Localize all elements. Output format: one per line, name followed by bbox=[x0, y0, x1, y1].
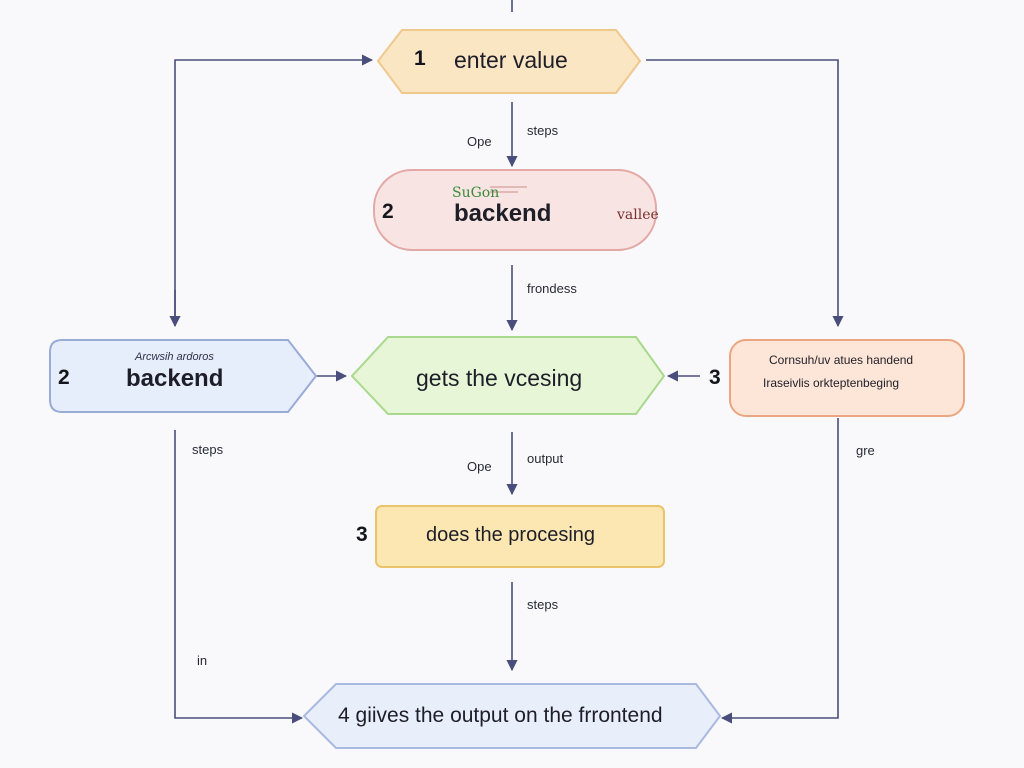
edge-label-gre: gre bbox=[856, 443, 875, 458]
arrow-right-loop-from-enter bbox=[646, 59, 844, 328]
gives-output-node[interactable] bbox=[302, 683, 722, 749]
edge-label-steps-top: steps bbox=[527, 123, 559, 138]
backend-left-node[interactable] bbox=[49, 339, 318, 413]
arrow-right-to-gives bbox=[720, 418, 839, 724]
arrow-left-to-gives bbox=[174, 430, 304, 724]
connectors bbox=[169, 0, 844, 724]
right-box-line2: Iraseivlis orkteptenbeging bbox=[763, 376, 900, 390]
does-processing-number: 3 bbox=[356, 523, 368, 546]
edge-label-steps-bottom: steps bbox=[527, 597, 559, 612]
gets-processing-node[interactable] bbox=[350, 336, 666, 415]
edge-label-in: in bbox=[197, 653, 208, 668]
enter-value-label: enter value bbox=[454, 47, 568, 73]
enter-value-node[interactable] bbox=[376, 29, 642, 94]
arrow-left-loop-to-enter bbox=[174, 54, 374, 325]
backend-top-node[interactable] bbox=[373, 169, 657, 251]
gets-processing-label: gets the vcesing bbox=[416, 365, 583, 391]
backend-top-small-text: SuGon bbox=[452, 185, 500, 201]
gives-output-label: 4 giives the output on the frrontend bbox=[338, 704, 663, 727]
edge-label-frondess: frondess bbox=[527, 281, 577, 296]
backend-left-small-text: Arcwsih ardoros bbox=[135, 351, 214, 363]
enter-value-number: 1 bbox=[414, 47, 426, 70]
backend-top-side-text: vallee bbox=[617, 207, 659, 223]
right-box-line1: Cornsuh/uv atues handend bbox=[769, 353, 914, 367]
right-box-number: 3 bbox=[709, 366, 721, 389]
does-processing-label: does the procesing bbox=[426, 524, 596, 546]
backend-top-label: backend bbox=[454, 200, 552, 227]
edge-label-ope-top: Ope bbox=[467, 134, 492, 149]
edge-label-ope-mid: Ope bbox=[467, 459, 492, 474]
edge-label-steps-left: steps bbox=[192, 442, 224, 457]
backend-left-label: backend bbox=[126, 365, 224, 392]
backend-left-number: 2 bbox=[58, 366, 70, 389]
right-box-node[interactable] bbox=[729, 339, 965, 417]
edge-label-output: output bbox=[527, 451, 564, 466]
does-processing-node[interactable] bbox=[375, 505, 665, 568]
backend-top-number: 2 bbox=[382, 200, 394, 223]
